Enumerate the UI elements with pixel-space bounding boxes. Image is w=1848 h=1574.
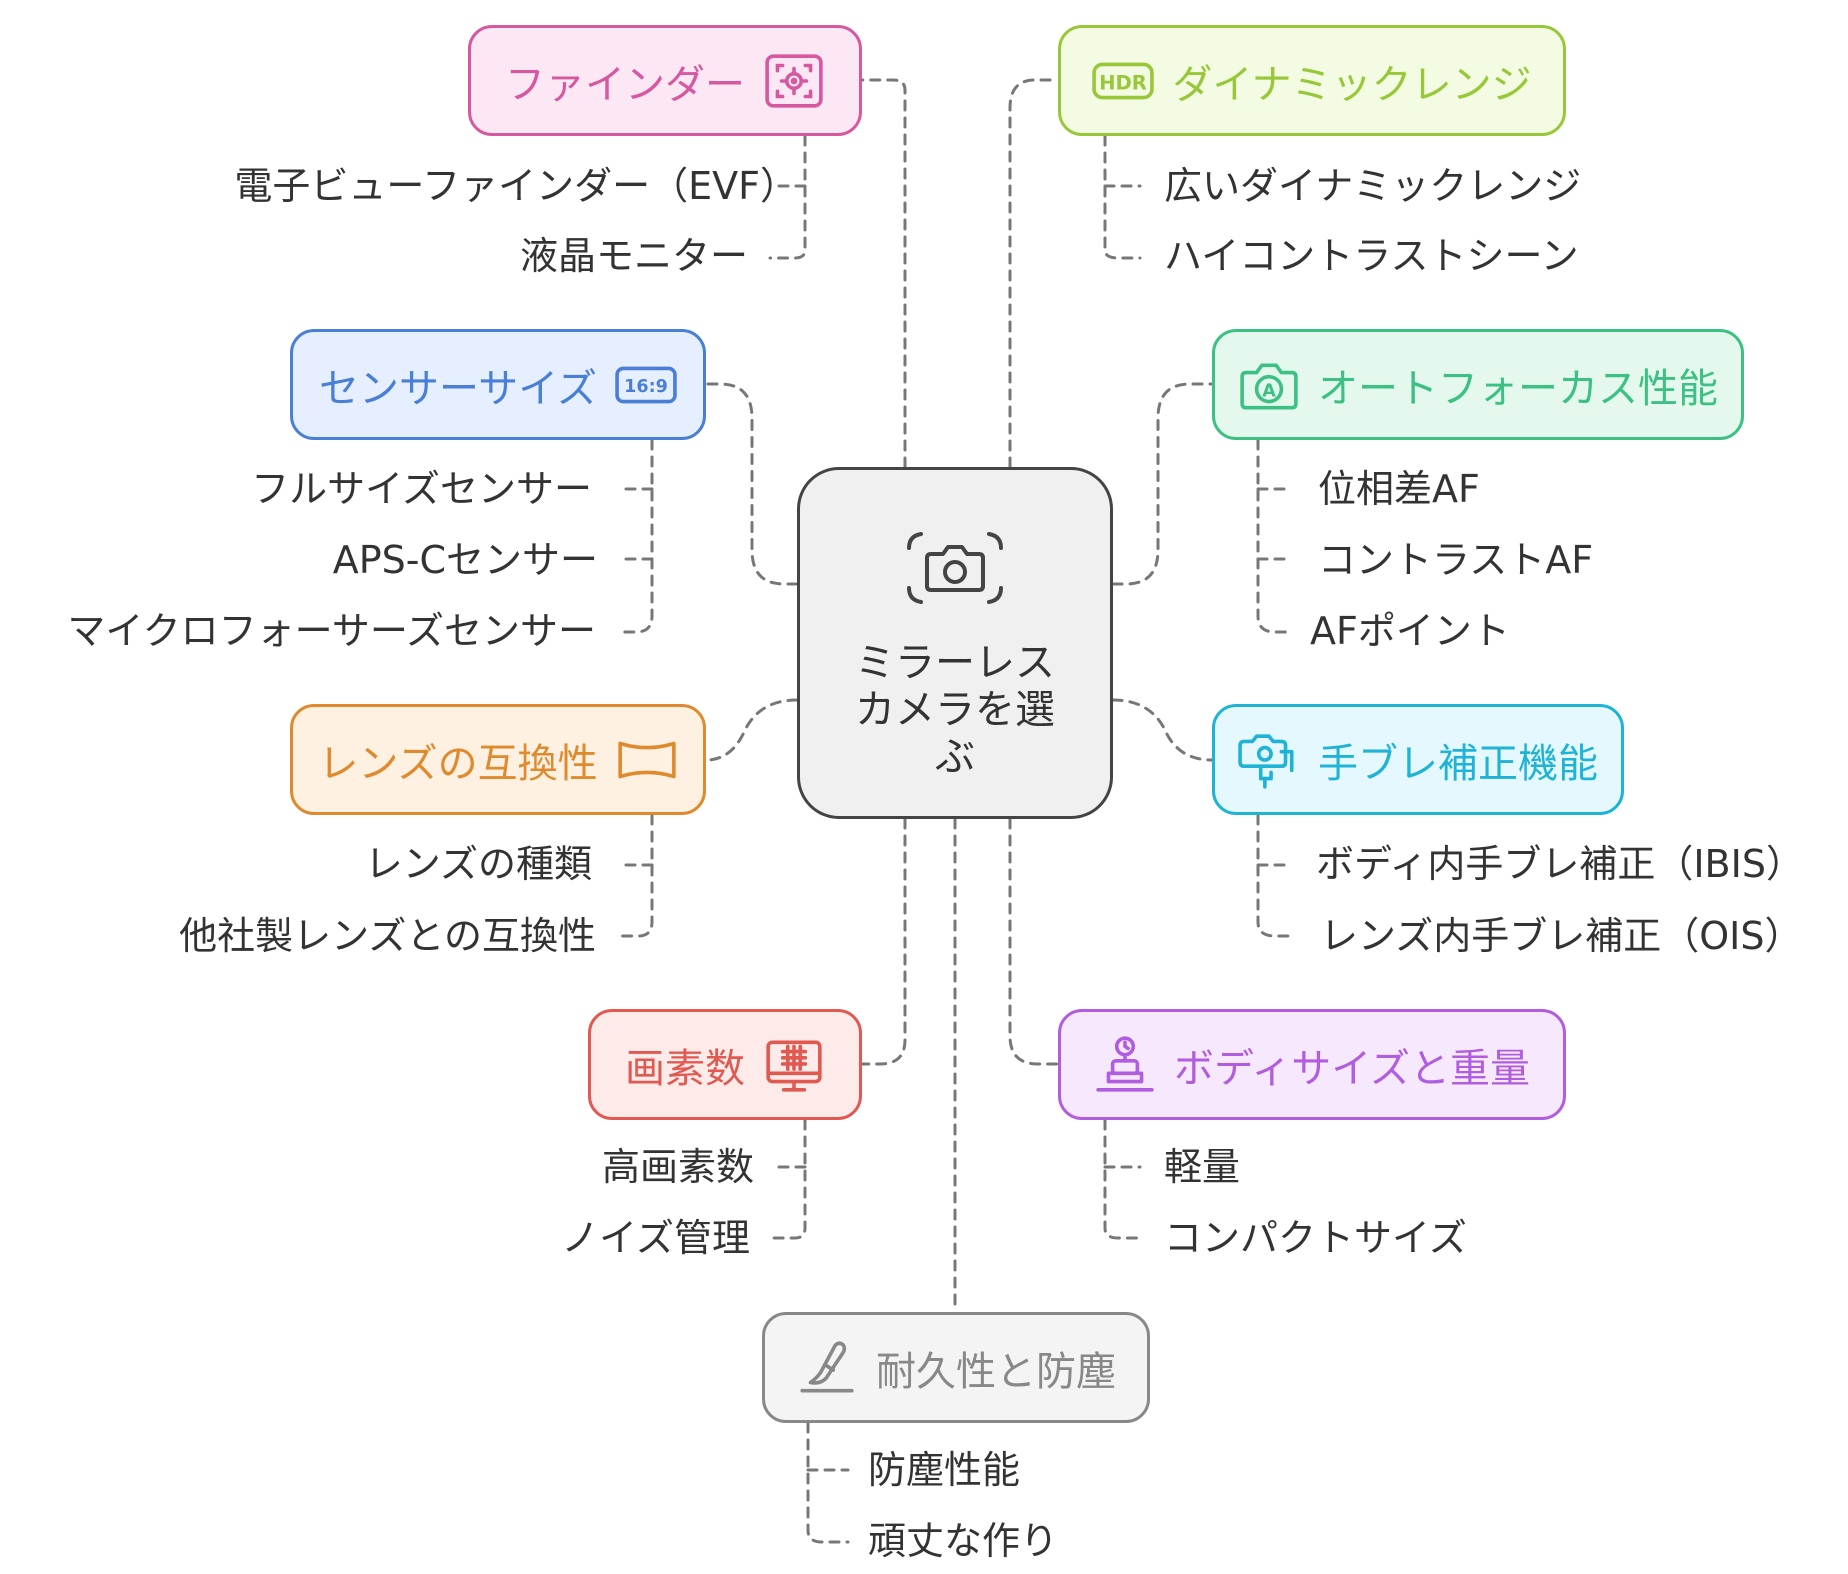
connector-line-18 — [1103, 134, 1142, 260]
branch-label-stabilization: 手ブレ補正機能 — [1318, 740, 1598, 787]
connector-line-2 — [704, 382, 799, 586]
camera-gimbal-icon — [1238, 729, 1300, 791]
leaf-dynamic-highcontrast: ハイコントラストシーン — [1164, 234, 1579, 278]
branch-label-pixels: 画素数 — [625, 1045, 745, 1092]
connector-line-1 — [1008, 78, 1060, 469]
leaf-pixels-high: 高画素数 — [601, 1145, 754, 1189]
leaf-lens-types: レンズの種類 — [364, 842, 592, 886]
connector-line-4 — [704, 698, 799, 762]
branch-node-lens[interactable]: レンズの互換性 — [290, 704, 706, 815]
leaf-pixels-noise: ノイズ管理 — [561, 1216, 750, 1260]
scale-weight-icon — [1094, 1034, 1156, 1096]
center-topic-label: ミラーレスカメラを選ぶ — [855, 640, 1055, 780]
branch-node-body-size[interactable]: ボディサイズと重量 — [1058, 1009, 1566, 1120]
branch-node-finder[interactable]: ファインダー — [468, 25, 862, 136]
branch-node-autofocus[interactable]: A オートフォーカス性能 — [1212, 329, 1744, 440]
connector-line-20 — [1256, 438, 1294, 634]
leaf-stab-ibis: ボディ内手ブレ補正（IBIS） — [1316, 842, 1804, 886]
branch-label-sensor: センサーサイズ — [319, 365, 597, 412]
connector-line-16 — [770, 1118, 807, 1240]
leaf-finder-lcd: 液晶モニター — [519, 234, 748, 278]
aspect-ratio-16-9-icon: 16:9 — [615, 354, 677, 416]
branch-label-durability: 耐久性と防塵 — [876, 1348, 1116, 1395]
leaf-stab-ois: レンズ内手ブレ補正（OIS） — [1320, 914, 1803, 958]
branch-label-body-size: ボディサイズと重量 — [1174, 1045, 1530, 1092]
leaf-finder-evf: 電子ビューファインダー（EVF） — [234, 164, 798, 208]
connector-line-6 — [860, 817, 907, 1066]
branch-node-stabilization[interactable]: 手ブレ補正機能 — [1212, 704, 1624, 815]
leaf-sensor-apsc: APS-Cセンサー — [332, 538, 598, 582]
branch-label-dynamic-range: ダイナミックレンジ — [1172, 61, 1532, 108]
leaf-dynamic-wide: 広いダイナミックレンジ — [1164, 164, 1582, 208]
connector-line-7 — [1008, 817, 1060, 1066]
center-topic-node[interactable]: ミラーレスカメラを選ぶ — [797, 467, 1113, 819]
connector-line-27 — [806, 1421, 850, 1544]
leaf-sensor-m43: マイクロフォーサーズセンサー — [67, 609, 596, 653]
connector-line-0 — [860, 78, 907, 469]
svg-text:A: A — [1262, 381, 1276, 401]
pen-writing-icon — [796, 1337, 858, 1399]
branch-label-autofocus: オートフォーカス性能 — [1318, 365, 1718, 412]
leaf-af-contrast: コントラストAF — [1318, 538, 1594, 582]
leaf-sensor-fullframe: フルサイズセンサー — [251, 467, 592, 511]
panorama-frame-icon — [616, 729, 678, 791]
leaf-body-compact: コンパクトサイズ — [1164, 1216, 1467, 1260]
leaf-body-light: 軽量 — [1164, 1145, 1241, 1189]
connector-line-9 — [768, 134, 807, 260]
leaf-af-points: AFポイント — [1310, 609, 1510, 653]
svg-text:HDR: HDR — [1099, 71, 1147, 94]
leaf-af-phase: 位相差AF — [1318, 467, 1480, 511]
leaf-durability-rugged: 頑丈な作り — [868, 1519, 1059, 1563]
hdr-icon: HDR — [1092, 50, 1155, 112]
branch-label-lens: レンズの互換性 — [318, 740, 598, 787]
connector-line-11 — [616, 438, 654, 634]
connector-line-25 — [1103, 1118, 1142, 1240]
branch-node-dynamic-range[interactable]: HDR ダイナミックレンジ — [1058, 25, 1566, 136]
branch-node-pixels[interactable]: 画素数 — [588, 1009, 862, 1120]
image-sensor-chip-icon — [763, 1034, 825, 1096]
connector-line-3 — [1111, 382, 1214, 586]
branch-node-sensor[interactable]: センサーサイズ 16:9 — [290, 329, 706, 440]
branch-node-durability[interactable]: 耐久性と防塵 — [762, 1312, 1150, 1423]
camera-auto-icon: A — [1238, 354, 1300, 416]
connector-line-5 — [1111, 698, 1214, 762]
camera-focus-icon — [907, 532, 1003, 604]
connector-line-23 — [1256, 813, 1294, 938]
viewfinder-icon — [763, 50, 825, 112]
svg-text:16:9: 16:9 — [624, 377, 668, 397]
leaf-lens-thirdparty: 他社製レンズとの互換性 — [179, 914, 596, 958]
connector-line-14 — [618, 813, 654, 938]
leaf-durability-dustproof: 防塵性能 — [868, 1448, 1021, 1492]
branch-label-finder: ファインダー — [505, 61, 745, 108]
